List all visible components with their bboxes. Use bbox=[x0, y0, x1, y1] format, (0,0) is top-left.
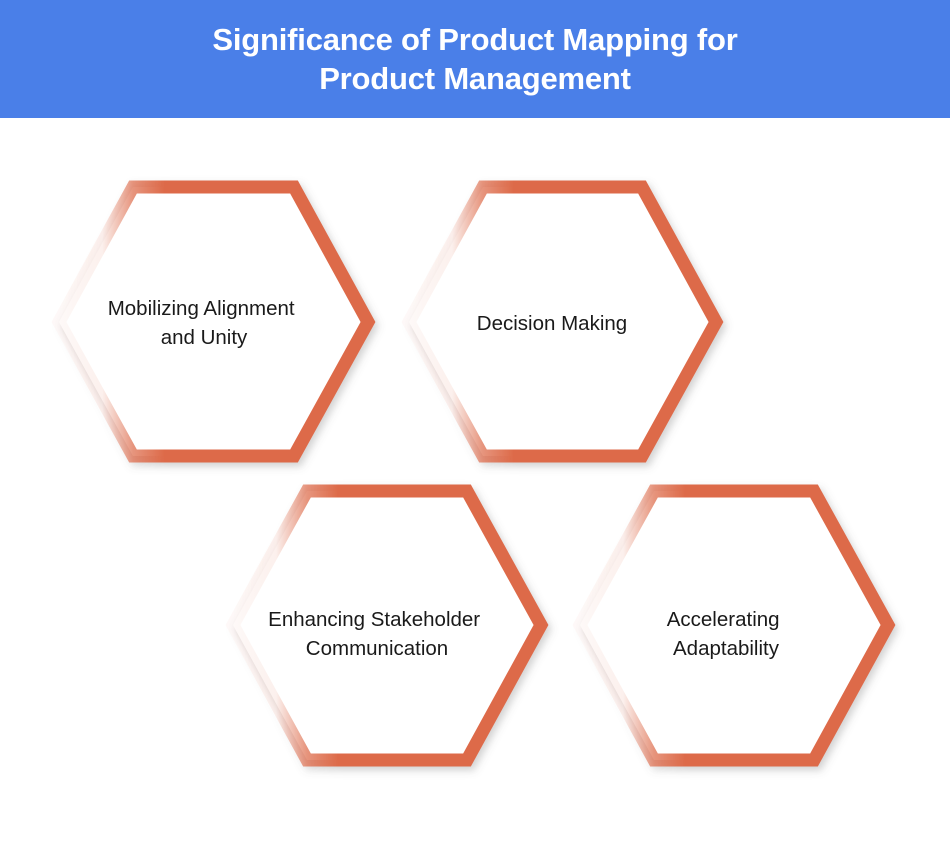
hexagon-label-3-line-2: Communication bbox=[306, 637, 448, 660]
page-title: Significance of Product Mapping for Prod… bbox=[212, 21, 738, 96]
hexagon-card-accelerating-adaptability[interactable]: Accelerating Adaptability bbox=[572, 484, 896, 767]
hexagon-label-2: Decision Making bbox=[477, 312, 627, 335]
hexagon-label-3: Enhancing Stakeholder Communication bbox=[268, 608, 486, 660]
hexagon-label-1: Mobilizing Alignment and Unity bbox=[108, 297, 301, 349]
hexagon-shape-1 bbox=[51, 180, 376, 463]
hexagon-card-decision-making[interactable]: Decision Making bbox=[401, 180, 724, 463]
hexagon-label-1-line-1: Mobilizing Alignment bbox=[108, 297, 295, 320]
hexagon-label-1-line-2: and Unity bbox=[161, 326, 248, 349]
hexagon-label-4-line-1: Accelerating bbox=[667, 608, 780, 631]
hexagon-label-4: Accelerating Adaptability bbox=[667, 608, 786, 660]
hexagon-shape-4 bbox=[572, 484, 896, 767]
hexagon-shape-3 bbox=[225, 484, 549, 767]
hexagon-label-3-line-1: Enhancing Stakeholder bbox=[268, 608, 480, 631]
hexagon-shape-2 bbox=[401, 180, 724, 463]
hexagon-card-enhancing-stakeholder-communication[interactable]: Enhancing Stakeholder Communication bbox=[225, 484, 549, 767]
hexagon-label-4-line-2: Adaptability bbox=[673, 637, 780, 660]
header-banner: Significance of Product Mapping for Prod… bbox=[0, 0, 950, 118]
hexagon-card-mobilizing-alignment-and-unity[interactable]: Mobilizing Alignment and Unity bbox=[51, 180, 376, 463]
hexagon-label-2-line-1: Decision Making bbox=[477, 312, 627, 335]
